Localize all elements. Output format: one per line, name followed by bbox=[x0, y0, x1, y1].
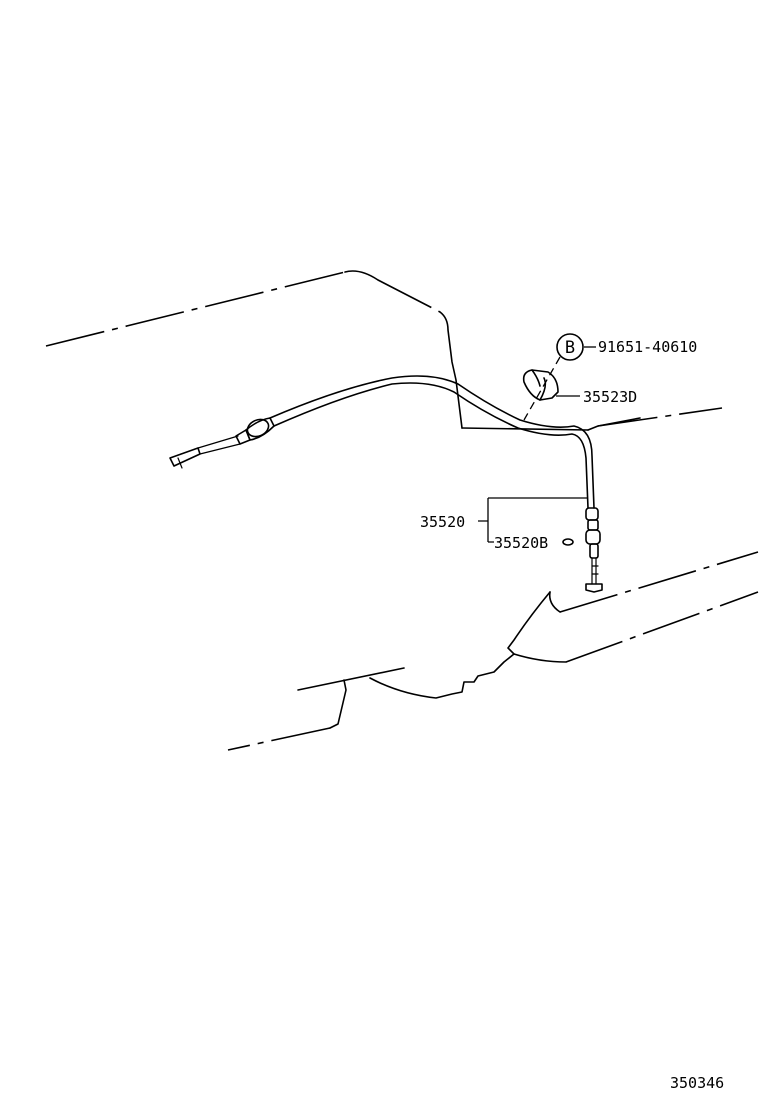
figure-code: 350346 bbox=[670, 1074, 724, 1092]
label-cable-assy-part: 35520 bbox=[420, 513, 465, 531]
bolt-marker-circle bbox=[556, 333, 584, 361]
latch-end-fitting bbox=[585, 507, 603, 593]
label-clip-part: 35520B bbox=[494, 534, 548, 552]
lever-end-fitting bbox=[169, 417, 275, 469]
leader-lines bbox=[478, 346, 596, 543]
label-clamp-part: 35523D bbox=[583, 388, 637, 406]
label-bolt-part: 91651-40610 bbox=[598, 338, 697, 356]
cable-clip bbox=[562, 538, 574, 546]
bolt-marker-letter: B bbox=[565, 338, 575, 358]
vehicle-body-outline bbox=[45, 270, 759, 751]
release-cable bbox=[269, 375, 595, 509]
cable-clamp bbox=[522, 369, 559, 401]
